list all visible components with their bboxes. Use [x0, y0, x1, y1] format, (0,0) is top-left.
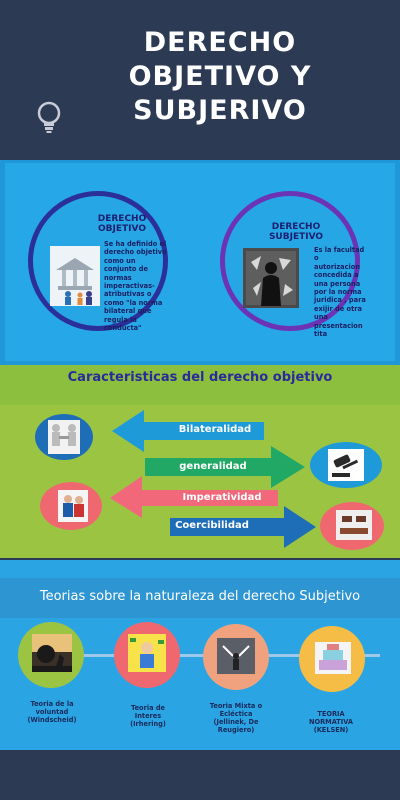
derecho-objetivo-title: DERECHO OBJETIVO: [97, 214, 147, 234]
scales-gavel-icon: [336, 510, 372, 540]
arrow-bilateralidad: [112, 410, 264, 452]
header: [0, 0, 400, 160]
footer: [0, 750, 400, 800]
arrow-imperatividad: [110, 476, 278, 518]
title-line-3: SUBJERIVO: [133, 95, 307, 126]
theory-interes-label: Teoria de Interes (Irhering): [130, 704, 166, 728]
businessman-icon: [58, 490, 88, 522]
boulder-push-icon: [32, 634, 72, 672]
theory-voluntad-label: Teoria de la voluntad (Windscheid): [27, 700, 77, 724]
arrow-generalidad: [145, 446, 305, 488]
characteristics-title: Caracteristicas del derecho objetivo: [67, 370, 333, 385]
theories-header-band: [0, 578, 400, 618]
gavel-icon: [328, 449, 364, 481]
theories-title: Teorias sobre la naturaleza del derecho …: [39, 589, 361, 604]
justice-scales-icon: [315, 642, 351, 674]
page-title: DERECHO OBJETIVO Y SUBJERIVO: [70, 26, 370, 128]
derecho-subjetivo-text: Es la facultad o autorizacion concedida …: [314, 246, 366, 339]
derecho-objetivo-circle: [28, 191, 168, 331]
normas-board-icon: [243, 248, 299, 308]
arrow-label-bilateralidad: Bilateralidad: [178, 424, 252, 435]
characteristics-header-band: [0, 365, 400, 405]
law-family-icon: [50, 246, 100, 306]
crossroads-icon: [217, 638, 255, 674]
derecho-subjetivo-title: DERECHO SUBJETIVO: [268, 222, 324, 242]
arrow-label-generalidad: generalidad: [179, 461, 247, 472]
theory-mixta-label: Teoria Mixta o Ecléctica (Jellinek, De R…: [209, 702, 263, 734]
title-line-2: OBJETIVO Y: [128, 61, 312, 92]
handshake-icon: [48, 420, 80, 454]
arrow-coercibilidad: [170, 506, 316, 548]
title-line-1: DERECHO: [143, 27, 297, 58]
arrow-label-imperatividad: Imperatividad: [182, 492, 262, 503]
derecho-objetivo-text: Se ha definido el derecho objetivo como …: [104, 240, 167, 333]
lightbulb-icon: [37, 101, 61, 133]
arrow-label-coercibilidad: Coercibilidad: [175, 520, 249, 531]
money-person-icon: [128, 634, 166, 672]
theory-normativa-label: TEORIA NORMATIVA (KELSEN): [308, 710, 354, 734]
